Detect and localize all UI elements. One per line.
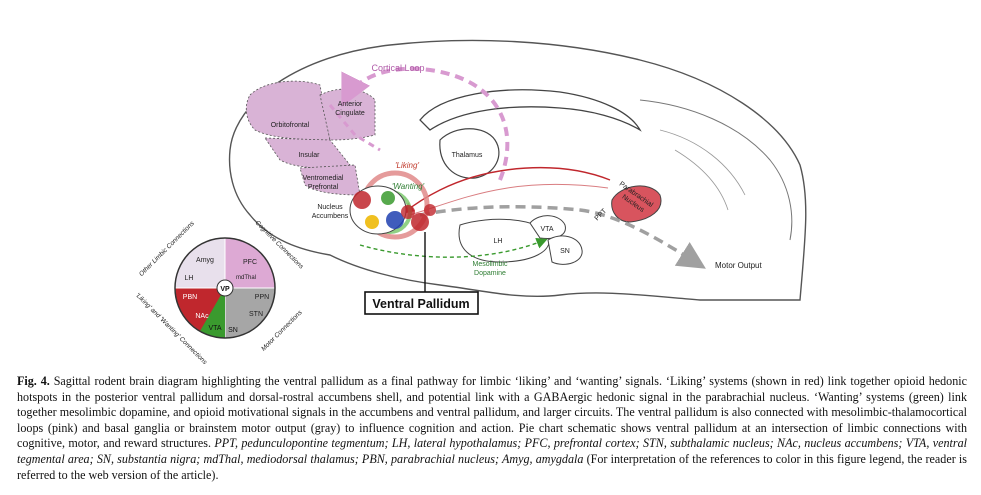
pie-seg-lh: LH bbox=[185, 275, 194, 282]
pie-seg-sn: SN bbox=[228, 327, 238, 334]
anterior-cingulate-label-2: Cingulate bbox=[335, 110, 365, 117]
orbitofrontal-label: Orbitofrontal bbox=[271, 122, 310, 129]
thalamus-label: Thalamus bbox=[452, 152, 483, 159]
motor-output-label: Motor Output bbox=[715, 261, 762, 270]
liking-arrow bbox=[402, 166, 611, 214]
ventromedial-label-1: Ventromedial bbox=[303, 175, 344, 182]
pie-seg-stn: STN bbox=[249, 311, 263, 318]
ventromedial-label-2: Prefrontal bbox=[308, 184, 339, 191]
pie-seg-nac: NAc bbox=[195, 313, 209, 320]
accumbens-hotspots bbox=[349, 185, 436, 235]
ventral-pallidum-label: Ventral Pallidum bbox=[372, 297, 469, 311]
caption-body: Sagittal rodent brain diagram highlighti… bbox=[17, 374, 967, 451]
liking-label: 'Liking' bbox=[395, 161, 419, 170]
brain-diagram-figure: Ventral Pallidum Cortical Loop Anterior … bbox=[134, 39, 807, 367]
nucleus-label-2: Accumbens bbox=[312, 213, 349, 220]
ventral-pallidum-box bbox=[364, 291, 479, 315]
sn-region bbox=[547, 235, 583, 265]
caption-label: Fig. 4. bbox=[17, 374, 50, 388]
pie-seg-amyg: Amyg bbox=[196, 257, 214, 264]
wanting-label: 'Wanting' bbox=[392, 182, 425, 191]
cortical-loop-label: Cortical Loop bbox=[371, 63, 424, 73]
pie-center bbox=[216, 279, 234, 297]
parabrachial-region bbox=[611, 185, 662, 223]
motor-output-arrow bbox=[419, 204, 706, 269]
vta-region bbox=[529, 215, 566, 239]
pie-seg-pfc: PFC bbox=[243, 259, 257, 266]
lh-region bbox=[458, 218, 550, 263]
pie-seg-ppn: PPN bbox=[255, 294, 269, 301]
corpus-callosum bbox=[419, 89, 642, 132]
pie-seg-mdthal: mdThal bbox=[236, 275, 256, 281]
pie-seg-vta: VTA bbox=[208, 325, 221, 332]
mesolimbic-label-1: Mesolimbic bbox=[472, 261, 508, 268]
vp-pie-chart: VP Amyg LH PFC mdThal PPN STN PBN NAc VT… bbox=[134, 219, 305, 366]
insular-label: Insular bbox=[298, 152, 320, 159]
pie-wanting bbox=[200, 288, 225, 338]
mesolimbic-label-2: Dopamine bbox=[474, 270, 506, 277]
pie-seg-pbn: PBN bbox=[183, 294, 197, 301]
vta-label: VTA bbox=[540, 226, 553, 233]
cerebellum bbox=[639, 99, 793, 241]
caption-note: (For interpretation of the references to… bbox=[17, 451, 967, 482]
nucleus-label-1: Nucleus bbox=[317, 204, 343, 211]
thalamus-region bbox=[439, 128, 500, 179]
pie-center-label: VP bbox=[220, 286, 230, 293]
lh-label: LH bbox=[494, 238, 503, 245]
sn-label: SN bbox=[560, 248, 570, 255]
anterior-cingulate-label-1: Anterior bbox=[338, 101, 363, 108]
orbitofrontal-region bbox=[245, 80, 331, 141]
wanting-arrow bbox=[359, 237, 548, 258]
figure-caption: Fig. 4. Sagittal rodent brain diagram hi… bbox=[17, 374, 967, 483]
caption-abbreviations: PPT, pedunculopontine tegmentum; LH, lat… bbox=[17, 436, 967, 466]
